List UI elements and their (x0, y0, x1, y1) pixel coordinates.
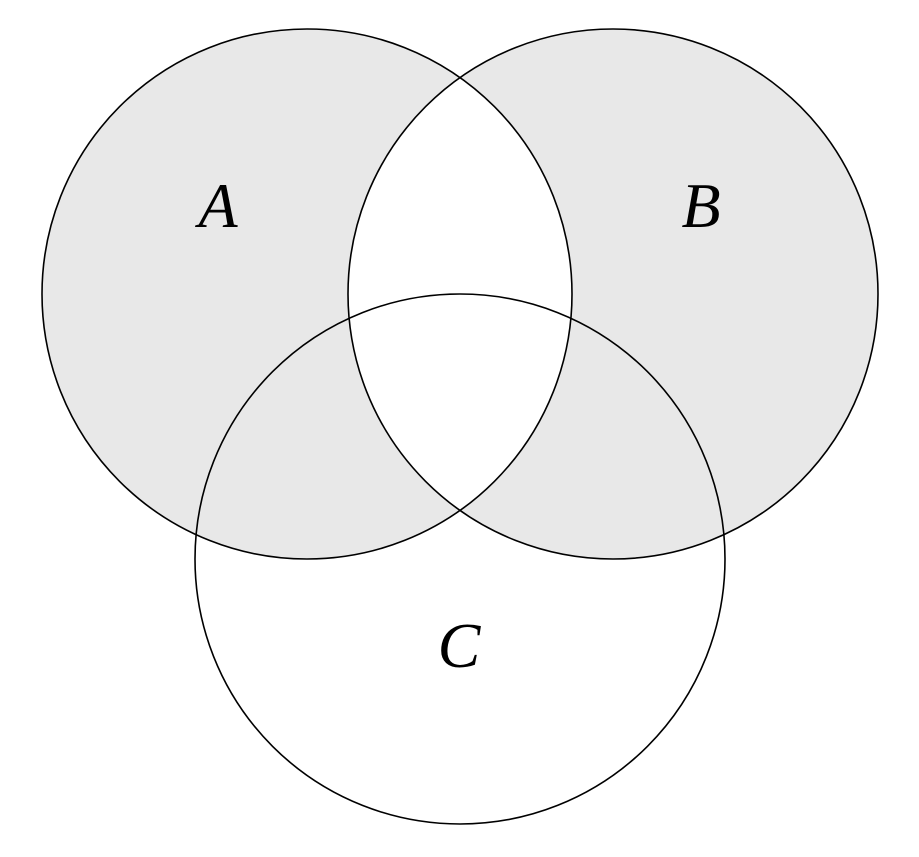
set-label-b: B (681, 170, 720, 241)
circle-c-outline (194, 293, 726, 825)
circle-a-outline (41, 28, 573, 560)
set-label-c: C (438, 610, 482, 681)
shaded-region-a-symmetric-difference-b (42, 29, 878, 559)
circle-b-outline (347, 28, 879, 560)
set-label-a: A (194, 170, 238, 241)
